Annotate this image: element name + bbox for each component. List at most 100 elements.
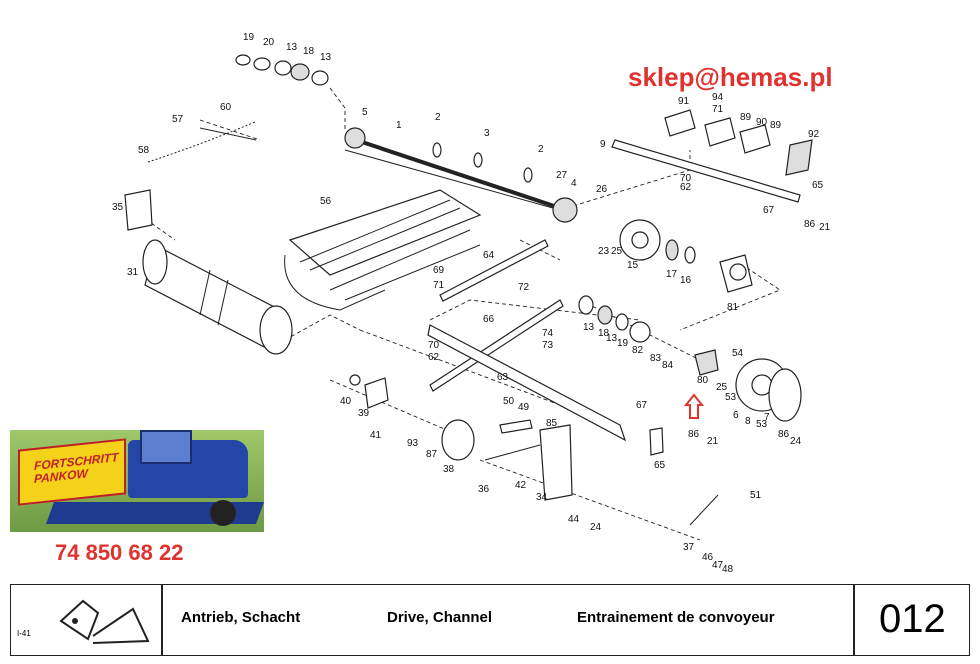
- bracket-39: [349, 374, 389, 409]
- part-number-24: 24: [790, 436, 802, 447]
- part-number-94: 94: [712, 92, 724, 103]
- part-number-47: 47: [712, 560, 724, 571]
- part-number-37: 37: [683, 542, 695, 553]
- part-number-83: 83: [650, 353, 662, 364]
- contact-email[interactable]: sklep@hemas.pl: [628, 62, 833, 92]
- rail-bars: [427, 239, 627, 442]
- part-number-2: 2: [538, 144, 544, 155]
- title-english: Drive, Channel: [387, 609, 493, 626]
- part-number-89: 89: [740, 112, 752, 123]
- part-number-71: 71: [433, 280, 445, 291]
- part-number-31: 31: [127, 267, 139, 278]
- part-number-13: 13: [286, 42, 298, 53]
- part-number-49: 49: [518, 402, 530, 413]
- part-number-15: 15: [627, 260, 639, 271]
- part-number-21: 21: [707, 436, 719, 447]
- part-number-39: 39: [358, 408, 370, 419]
- footer-title-block: I-41 Antrieb, Schacht Drive, Channel Ent…: [10, 584, 970, 656]
- mount-plate: [124, 189, 153, 231]
- part-number-89: 89: [770, 120, 782, 131]
- footer-divider-left: [161, 585, 163, 655]
- part-number-25: 25: [716, 382, 728, 393]
- part-number-64: 64: [483, 250, 495, 261]
- part-number-82: 82: [632, 345, 644, 356]
- part-number-70: 70: [680, 173, 692, 184]
- part-number-16: 16: [680, 275, 692, 286]
- part-number-53: 53: [725, 392, 737, 403]
- part-number-1: 1: [396, 120, 402, 131]
- part-number-23: 23: [598, 246, 610, 257]
- section-code: I-41: [17, 629, 31, 638]
- roller-drum: [142, 239, 293, 355]
- part-number-54: 54: [732, 348, 744, 359]
- part-number-13: 13: [320, 52, 332, 63]
- part-number-58: 58: [138, 145, 150, 156]
- part-number-57: 57: [172, 114, 184, 125]
- part-number-5: 5: [362, 107, 368, 118]
- harvester-cab: [140, 430, 192, 464]
- part-number-18: 18: [303, 46, 315, 57]
- bearing-stack-top: [235, 54, 329, 86]
- contact-phone[interactable]: 74 850 68 22: [55, 540, 184, 565]
- combine-harvester-photo: FORTSCHRITT PANKOW: [10, 430, 264, 532]
- part-number-48: 48: [722, 564, 734, 575]
- machine-section-icon: [59, 599, 150, 644]
- title-german: Antrieb, Schacht: [181, 609, 301, 626]
- part-number-2: 2: [435, 112, 441, 123]
- part-number-56: 56: [320, 196, 332, 207]
- chain-58: [147, 121, 257, 163]
- part-number-62: 62: [680, 182, 692, 193]
- part-number-4: 4: [571, 178, 577, 189]
- harvester-wheel: [210, 500, 236, 526]
- part-number-62: 62: [428, 352, 440, 363]
- part-number-50: 50: [503, 396, 515, 407]
- part-number-91: 91: [678, 96, 690, 107]
- part-number-35: 35: [112, 202, 124, 213]
- part-number-44: 44: [568, 514, 580, 525]
- page-number: 012: [879, 597, 946, 641]
- part-number-26: 26: [596, 184, 608, 195]
- part-number-71: 71: [712, 104, 724, 115]
- part-number-81: 81: [727, 302, 739, 313]
- part-number-86: 86: [804, 219, 816, 230]
- part-number-53: 53: [756, 419, 768, 430]
- part-number-63: 63: [497, 372, 509, 383]
- part-number-3: 3: [484, 128, 490, 139]
- drive-wheel: [735, 358, 802, 422]
- part-number-90: 90: [756, 117, 768, 128]
- part-number-69: 69: [433, 265, 445, 276]
- disc-38: [441, 419, 475, 461]
- part-number-38: 38: [443, 464, 455, 475]
- part-number-36: 36: [478, 484, 490, 495]
- part-number-87: 87: [426, 449, 438, 460]
- part-number-21: 21: [819, 222, 831, 233]
- part-number-86: 86: [778, 429, 790, 440]
- part-number-19: 19: [243, 32, 255, 43]
- part-number-65: 65: [654, 460, 666, 471]
- part-number-51: 51: [750, 490, 762, 501]
- main-drive-shaft: [344, 127, 578, 223]
- part-number-66: 66: [483, 314, 495, 325]
- part-number-13: 13: [583, 322, 595, 333]
- part-number-65: 65: [812, 180, 824, 191]
- bracket-34: [484, 419, 573, 501]
- part-number-46: 46: [702, 552, 714, 563]
- part-number-40: 40: [340, 396, 352, 407]
- bearing-stack-mid: [578, 295, 719, 376]
- part-number-93: 93: [407, 438, 419, 449]
- conveyor-chain: [284, 189, 482, 311]
- part-number-19: 19: [617, 338, 629, 349]
- part-number-67: 67: [763, 205, 775, 216]
- part-number-6: 6: [733, 410, 739, 421]
- part-number-80: 80: [697, 375, 709, 386]
- part-number-8: 8: [745, 416, 751, 427]
- part-number-72: 72: [518, 282, 530, 293]
- part-number-24: 24: [590, 522, 602, 533]
- part-number-9: 9: [600, 139, 606, 150]
- part-number-41: 41: [370, 430, 382, 441]
- part-number-60: 60: [220, 102, 232, 113]
- part-number-17: 17: [666, 269, 678, 280]
- part-number-27: 27: [556, 170, 568, 181]
